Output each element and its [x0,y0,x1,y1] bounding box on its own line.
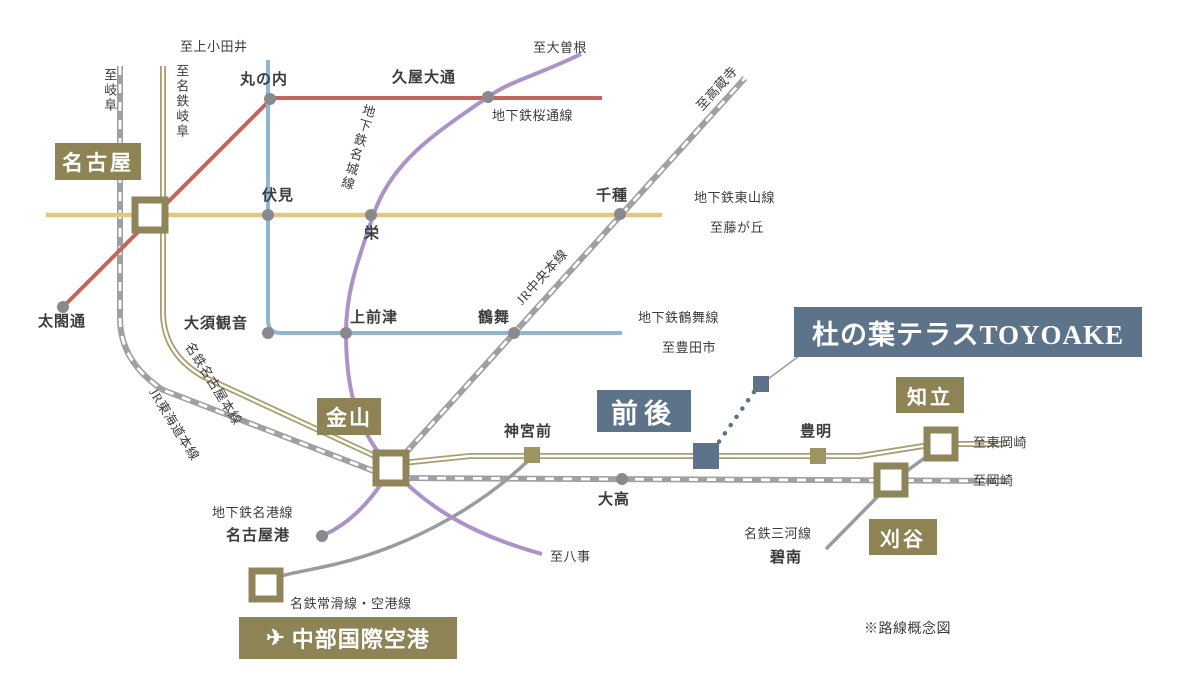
station-label-taiko-dori: 太閤通 [38,314,87,330]
direction-label-to-toyota-shi: 至豊田市 [662,340,717,355]
line-label-sakura-dori: 地下鉄桜通線 [492,108,574,123]
station-label-osu-kannon: 大須観音 [184,316,249,332]
station-box-centrair-label: 中部国際空港 [291,627,430,652]
station-marker-centrair [248,567,284,603]
line-label-meitetsu-mikawa: 名鉄三河線 [744,526,812,541]
station-marker-toyoake [810,448,826,464]
line-label-meiko: 地下鉄名港線 [212,505,294,520]
line-meitetsu-tokoname-airport [267,455,534,582]
station-marker-taiko-dori [57,301,69,313]
line-jr-tokaido [117,66,1007,484]
station-box-nagoya: 名古屋 [55,143,141,180]
line-jr-tokaido-hatch [118,66,1007,483]
station-label-kamimaezu: 上前津 [350,310,399,326]
line-label-meitetsu-tokoname-airport: 名鉄常滑線・空港線 [290,596,412,611]
line-meitetsu-nagoya-main [160,66,1006,468]
station-box-zengo: 前後 [597,390,691,432]
line-label-tsurumai: 地下鉄鶴舞線 [638,310,720,325]
airplane-icon: ✈ [266,625,286,650]
station-marker-kanayama [372,449,410,487]
station-marker-osu-kannon [262,327,274,339]
direction-label-to-yagoto: 至八事 [550,549,591,564]
station-marker-kamimaezu [340,327,352,339]
direction-label-to-okazaki: 至岡崎 [973,473,1014,488]
station-box-kariya: 刈谷 [869,519,937,555]
station-marker-kariya [873,462,909,498]
station-label-hisaya-odori: 久屋大通 [392,70,457,86]
direction-label-to-kami-otai: 至上小田井 [180,39,248,54]
property-dotted-link [713,389,757,449]
station-marker-hisaya-odori [482,91,494,103]
station-box-chiryu: 知立 [896,377,964,413]
property-callout: 杜の葉テラスTOYOAKE [794,307,1142,357]
station-marker-zengo [693,443,719,469]
callout-pointer-line [767,355,800,380]
direction-label-to-higashi-okazaki: 至東岡崎 [973,435,1028,450]
direction-label-to-fujigaoka: 至藤が丘 [710,220,765,235]
station-marker-jingu-mae [524,447,540,463]
station-marker-chiryu [923,426,959,462]
station-label-hekinan: 碧南 [770,550,803,566]
station-label-tsurumai: 鶴舞 [478,310,511,326]
station-label-odaka: 大高 [598,492,631,508]
direction-label-to-gifu: 至岐阜 [102,68,118,113]
station-marker-chikusa [614,208,626,220]
station-marker-odaka [616,473,628,485]
station-label-jingu-mae: 神宮前 [504,424,553,440]
line-jr-chuo-hatch [390,77,747,469]
station-label-chikusa: 千種 [596,188,629,204]
station-label-nagoya-port: 名古屋港 [226,528,291,544]
station-marker-nagoya [131,196,169,234]
direction-label-to-ozone: 至大曽根 [533,40,588,55]
direction-label-to-meitetsu-gifu: 至名鉄岐阜 [174,64,190,139]
line-label-higashiyama: 地下鉄東山線 [694,190,776,205]
station-marker-marunouchi [264,93,276,105]
station-label-toyoake: 豊明 [800,424,833,440]
station-label-fushimi: 伏見 [262,188,295,204]
line-tsurumai [266,60,622,335]
property-location-marker [753,376,769,392]
station-box-kanayama: 金山 [317,398,381,435]
station-marker-nagoya-port [316,530,328,542]
station-box-centrair: ✈ 中部国際空港 [239,617,457,659]
station-label-marunouchi: 丸の内 [240,72,289,88]
station-label-sakae: 栄 [364,226,381,242]
line-meitetsu-nagoya-main-core [161,66,1006,466]
station-marker-fushimi [262,209,274,221]
station-marker-sakae [365,209,377,221]
station-marker-tsurumai [508,327,520,339]
map-note: ※路線概念図 [864,622,951,637]
